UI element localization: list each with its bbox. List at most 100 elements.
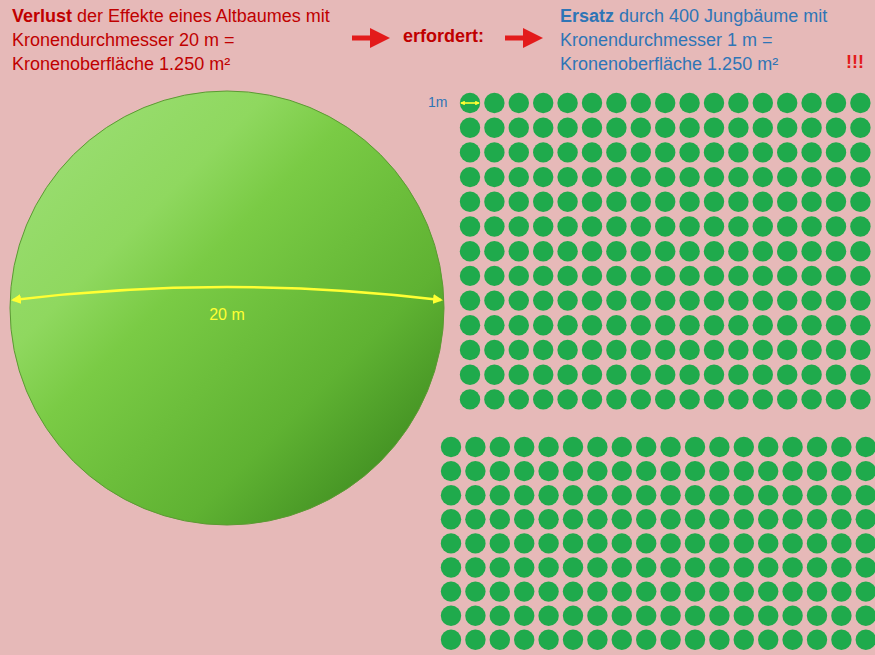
young-tree-crown bbox=[582, 340, 602, 360]
young-tree-crown bbox=[655, 192, 675, 212]
young-tree-crown bbox=[582, 167, 602, 187]
young-tree-crown bbox=[557, 241, 577, 261]
size-arrow bbox=[461, 102, 479, 104]
young-tree-crown bbox=[709, 437, 729, 457]
young-tree-crown bbox=[777, 142, 797, 162]
young-tree-crown bbox=[538, 461, 558, 481]
young-tree-crown bbox=[533, 93, 553, 113]
young-tree-crown bbox=[509, 266, 529, 286]
young-tree-crown bbox=[631, 118, 651, 138]
young-tree-crown bbox=[758, 437, 778, 457]
young-tree-crown bbox=[685, 509, 705, 529]
young-tree-crown bbox=[636, 461, 656, 481]
young-tree-crown bbox=[850, 216, 870, 236]
young-tree-crown bbox=[655, 365, 675, 385]
young-tree-crown bbox=[704, 216, 724, 236]
young-tree-crown bbox=[441, 533, 461, 553]
young-tree-crown bbox=[441, 557, 461, 577]
young-tree-crown bbox=[831, 437, 851, 457]
young-tree-crown bbox=[612, 581, 632, 601]
young-tree-crown bbox=[484, 142, 504, 162]
young-tree-crown bbox=[582, 118, 602, 138]
young-tree-crown bbox=[801, 340, 821, 360]
young-tree-crown bbox=[753, 241, 773, 261]
young-tree-crown bbox=[782, 485, 802, 505]
young-tree-crown bbox=[484, 315, 504, 335]
young-tree-crown bbox=[582, 241, 602, 261]
young-tree-crown bbox=[831, 557, 851, 577]
young-tree-crown bbox=[514, 557, 534, 577]
young-tree-crown bbox=[801, 389, 821, 409]
young-tree-crown bbox=[460, 167, 480, 187]
young-tree-crown bbox=[850, 118, 870, 138]
young-tree-crown bbox=[533, 266, 553, 286]
young-tree-crown bbox=[801, 192, 821, 212]
young-tree-crown bbox=[465, 606, 485, 626]
young-tree-crown bbox=[704, 241, 724, 261]
young-tree-crown bbox=[734, 557, 754, 577]
heading-keyword: Ersatz bbox=[560, 6, 614, 26]
young-tree-crown bbox=[441, 509, 461, 529]
young-tree-crown bbox=[728, 192, 748, 212]
young-tree-crown bbox=[782, 533, 802, 553]
young-tree-crown bbox=[826, 167, 846, 187]
young-tree-crown bbox=[460, 290, 480, 310]
young-tree-crown bbox=[557, 290, 577, 310]
young-tree-crown bbox=[777, 365, 797, 385]
young-tree-crown bbox=[850, 389, 870, 409]
young-tree-crown bbox=[484, 241, 504, 261]
young-tree-crown bbox=[685, 437, 705, 457]
young-tree-crown bbox=[758, 461, 778, 481]
young-tree-crown bbox=[679, 241, 699, 261]
young-tree-crown bbox=[587, 606, 607, 626]
young-tree-crown bbox=[587, 461, 607, 481]
young-tree-crown bbox=[728, 167, 748, 187]
young-tree-crown bbox=[533, 365, 553, 385]
young-tree-crown bbox=[685, 630, 705, 650]
young-tree-crown bbox=[679, 142, 699, 162]
young-tree-crown bbox=[655, 118, 675, 138]
young-tree-crown bbox=[538, 581, 558, 601]
young-tree-crown bbox=[538, 630, 558, 650]
young-tree-crown bbox=[655, 389, 675, 409]
young-tree-crown bbox=[465, 509, 485, 529]
young-tree-crown bbox=[441, 437, 461, 457]
young-tree-crown bbox=[631, 216, 651, 236]
young-tree-crown bbox=[831, 485, 851, 505]
young-tree-crown bbox=[660, 557, 680, 577]
young-tree-crown bbox=[612, 557, 632, 577]
young-tree-crown bbox=[484, 167, 504, 187]
young-tree-crown bbox=[709, 630, 729, 650]
young-tree-crown bbox=[709, 581, 729, 601]
emphasis-mark: !!! bbox=[846, 52, 864, 73]
young-tree-crown bbox=[709, 509, 729, 529]
young-tree-crown bbox=[631, 142, 651, 162]
young-tree-crown bbox=[831, 533, 851, 553]
young-tree-crown bbox=[460, 365, 480, 385]
young-tree-crown bbox=[484, 389, 504, 409]
young-tree-crown bbox=[679, 216, 699, 236]
young-tree-crown bbox=[557, 167, 577, 187]
young-tree-crown bbox=[801, 118, 821, 138]
young-tree-crown bbox=[660, 509, 680, 529]
young-tree-crown bbox=[704, 167, 724, 187]
young-tree-crown bbox=[636, 533, 656, 553]
young-tree-crown bbox=[587, 533, 607, 553]
young-tree-crown bbox=[734, 630, 754, 650]
young-tree-crown bbox=[557, 93, 577, 113]
young-tree-crown bbox=[856, 437, 875, 457]
young-tree-crown bbox=[509, 290, 529, 310]
young-tree-crown bbox=[704, 365, 724, 385]
young-tree-crown bbox=[636, 485, 656, 505]
young-tree-crown bbox=[587, 630, 607, 650]
young-tree-crown bbox=[612, 533, 632, 553]
young-tree-crown bbox=[826, 389, 846, 409]
young-tree-crown bbox=[685, 461, 705, 481]
text-block: Verlust der Effekte eines Altbaumes mit … bbox=[12, 4, 362, 76]
young-tree-crown bbox=[850, 340, 870, 360]
young-tree-crown bbox=[728, 290, 748, 310]
young-tree-crown bbox=[758, 606, 778, 626]
young-tree-crown bbox=[465, 557, 485, 577]
young-tree-crown bbox=[704, 389, 724, 409]
young-tree-crown bbox=[490, 461, 510, 481]
